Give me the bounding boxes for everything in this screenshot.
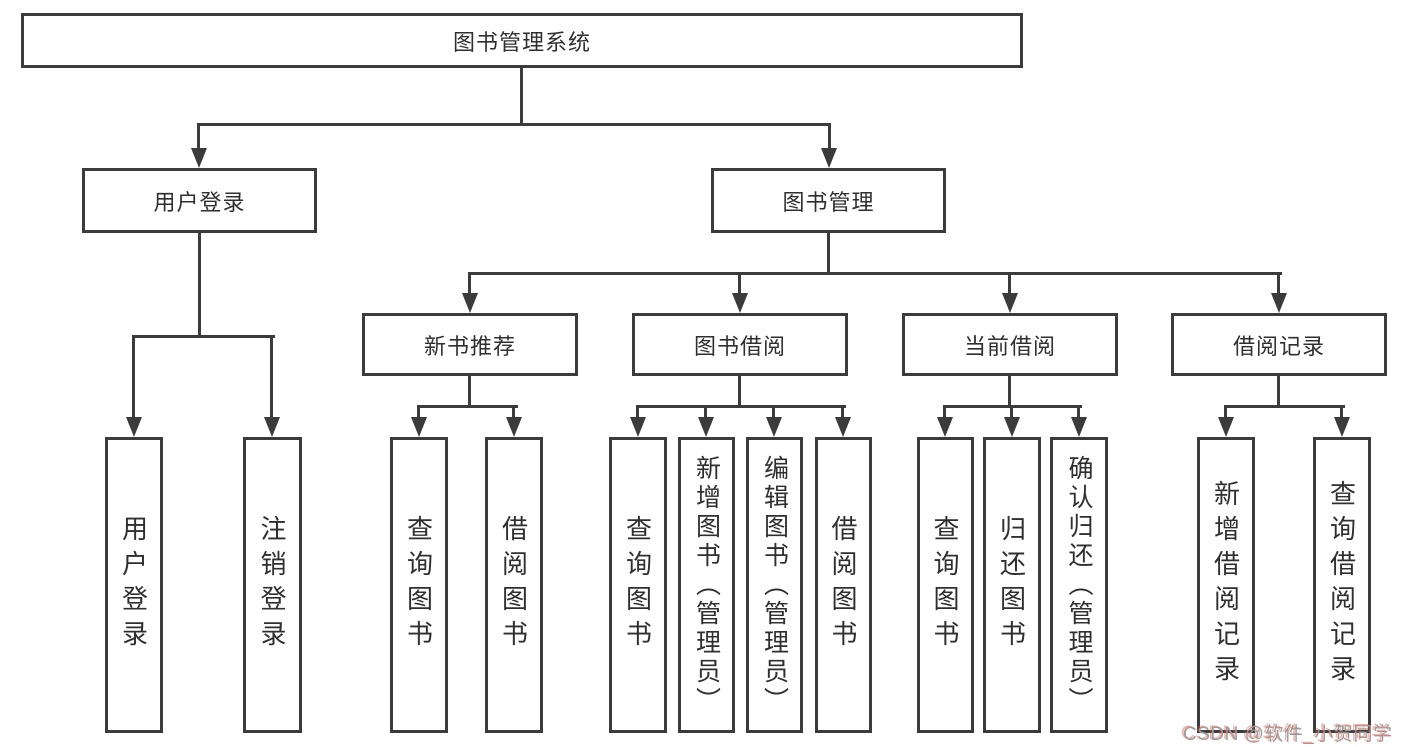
connector-vline [828, 123, 831, 151]
arrow-down-icon [411, 417, 427, 437]
arrow-down-icon [937, 417, 953, 437]
arrow-down-icon [264, 417, 280, 437]
watermark: CSDN @软件_小贺同学 [1183, 724, 1393, 745]
connector-vline [468, 272, 471, 295]
arrow-down-icon [126, 417, 142, 437]
connector-hline [417, 405, 518, 408]
connector-hline [636, 405, 846, 408]
connector-vline [417, 405, 420, 420]
leaf-query-books-current: 查询图书 [917, 437, 974, 733]
connector-vline [512, 405, 515, 420]
arrow-down-icon [1271, 293, 1287, 313]
arrow-down-icon [1004, 417, 1020, 437]
connector-hline [197, 123, 831, 126]
leaf-add-borrow-record: 新增借阅记录 [1197, 437, 1255, 733]
connector-vline [197, 123, 200, 151]
connector-vline [704, 405, 707, 420]
connector-vline [738, 272, 741, 295]
arrow-down-icon [732, 293, 748, 313]
connector-vline [1010, 405, 1013, 420]
node-new-book-recommend: 新书推荐 [362, 313, 578, 376]
connector-vline [1340, 405, 1343, 420]
connector-vline [132, 335, 135, 420]
connector-vline [1277, 272, 1280, 295]
connector-vline [1077, 405, 1080, 420]
connector-hline [132, 335, 275, 338]
connector-vline [1008, 376, 1011, 408]
leaf-query-books-recommend: 查询图书 [390, 437, 448, 733]
arrow-down-icon [1071, 417, 1087, 437]
arrow-down-icon [1334, 417, 1350, 437]
arrow-down-icon [1002, 293, 1018, 313]
connector-vline [1224, 405, 1227, 420]
connector-vline [772, 405, 775, 420]
arrow-down-icon [462, 293, 478, 313]
arrow-down-icon [835, 417, 851, 437]
connector-vline [198, 233, 201, 338]
leaf-query-books-borrow: 查询图书 [609, 437, 667, 733]
arrow-down-icon [821, 148, 837, 168]
leaf-edit-book-admin: 编辑图书（管理员） [746, 437, 803, 733]
node-book-borrowing: 图书借阅 [632, 313, 848, 376]
leaf-logout: 注销登录 [243, 437, 302, 733]
node-borrowing-records: 借阅记录 [1171, 313, 1387, 376]
leaf-return-book: 归还图书 [983, 437, 1041, 733]
connector-hline [468, 272, 1282, 275]
node-book-management: 图书管理 [711, 168, 946, 233]
connector-hline [1224, 405, 1345, 408]
leaf-confirm-return-admin: 确认归还（管理员） [1050, 437, 1108, 733]
connector-vline [738, 376, 741, 408]
node-current-borrowing: 当前借阅 [902, 313, 1118, 376]
connector-vline [1008, 272, 1011, 295]
arrow-down-icon [191, 148, 207, 168]
connector-vline [468, 376, 471, 408]
arrow-down-icon [766, 417, 782, 437]
connector-vline [841, 405, 844, 420]
leaf-borrow-books-recommend: 借阅图书 [485, 437, 543, 733]
node-library-system: 图书管理系统 [21, 13, 1023, 68]
arrow-down-icon [1218, 417, 1234, 437]
connector-vline [270, 335, 273, 420]
connector-vline [1277, 376, 1280, 408]
leaf-user-login: 用户登录 [105, 437, 163, 733]
connector-vline [827, 233, 830, 275]
leaf-add-book-admin: 新增图书（管理员） [678, 437, 735, 733]
node-user-login: 用户登录 [82, 168, 317, 233]
leaf-borrow-books-borrow: 借阅图书 [815, 437, 872, 733]
connector-vline [943, 405, 946, 420]
arrow-down-icon [630, 417, 646, 437]
leaf-query-borrow-record: 查询借阅记录 [1313, 437, 1371, 733]
connector-vline [636, 405, 639, 420]
connector-vline [520, 68, 523, 126]
arrow-down-icon [506, 417, 522, 437]
arrow-down-icon [698, 417, 714, 437]
